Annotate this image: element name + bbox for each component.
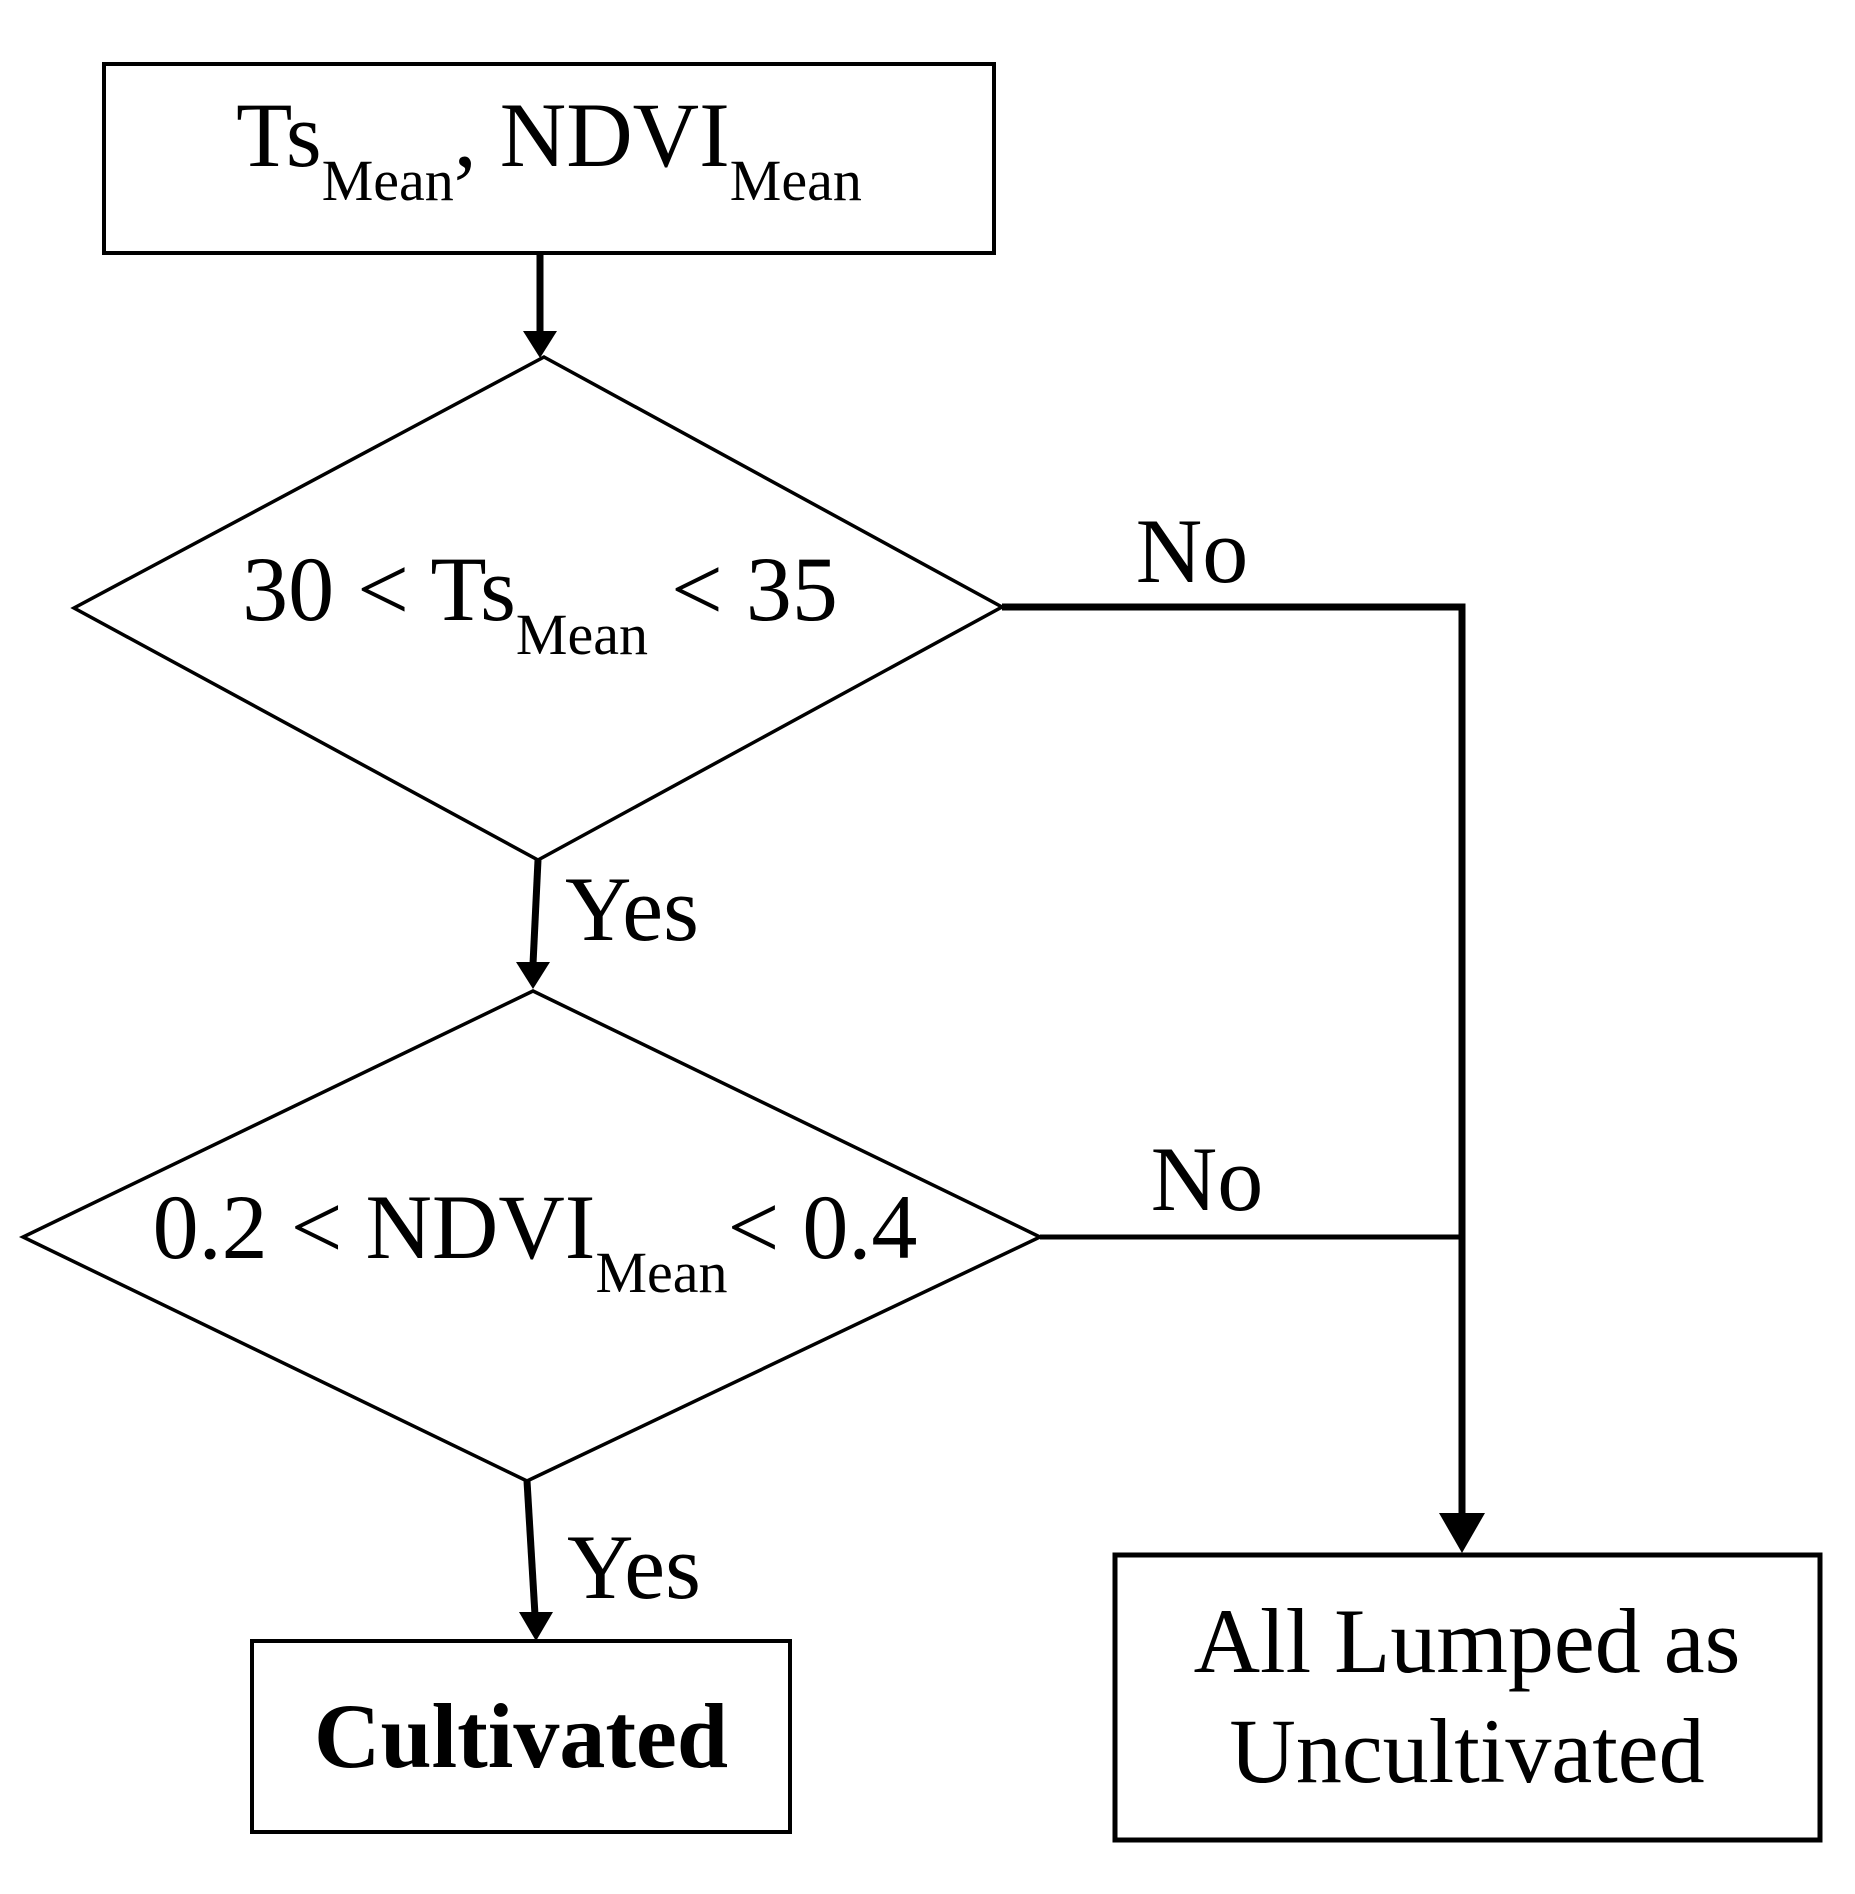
node-uncultivated: All Lumped as Uncultivated bbox=[1112, 1552, 1823, 1843]
edge-decision-ndvi-yes: Yes bbox=[519, 1480, 701, 1641]
decision-ts-label: 30 < TsMean < 35 bbox=[242, 538, 838, 667]
arrowhead-icon bbox=[1439, 1513, 1485, 1553]
decision-ts-segment: < 35 bbox=[648, 538, 838, 640]
decision-ndvi-subscript: Mean bbox=[595, 1240, 727, 1305]
uncultivated-box bbox=[1112, 1552, 1823, 1843]
node-decision-ndvi: 0.2 < NDVIMean< 0.4 bbox=[18, 989, 1045, 1483]
arrowhead-icon bbox=[519, 1612, 553, 1641]
node-cultivated: Cultivated bbox=[250, 1639, 792, 1834]
edge-line bbox=[523, 1480, 539, 1616]
ndvi-yes-label: Yes bbox=[567, 1516, 701, 1618]
inputs-label-subscript: Mean bbox=[322, 148, 454, 213]
edge-inputs-to-decision-ts bbox=[523, 253, 557, 358]
ts-no-label: No bbox=[1136, 500, 1248, 602]
decision-ndvi-label: 0.2 < NDVIMean< 0.4 bbox=[153, 1176, 918, 1305]
inputs-label-subscript: Mean bbox=[730, 148, 862, 213]
uncultivated-label-line1: All Lumped as bbox=[1194, 1590, 1741, 1692]
decision-ndvi-segment: < 0.4 bbox=[728, 1176, 918, 1278]
node-decision-ts: 30 < TsMean < 35 bbox=[70, 355, 1006, 862]
arrowhead-icon bbox=[523, 331, 557, 358]
decision-ndvi-segment: 0.2 < NDVI bbox=[153, 1176, 596, 1278]
edge-decision-ts-yes: Yes bbox=[516, 858, 699, 989]
ndvi-no-label: No bbox=[1151, 1128, 1263, 1230]
inputs-label-segment: , NDVI bbox=[454, 84, 730, 186]
edge-decision-ts-no: No bbox=[1002, 500, 1466, 1516]
edge-decision-ndvi-no: No bbox=[1040, 1128, 1464, 1240]
arrowhead-icon bbox=[516, 962, 550, 989]
uncultivated-label-line2: Uncultivated bbox=[1229, 1700, 1704, 1802]
decision-ts-segment: 30 < Ts bbox=[242, 538, 516, 640]
cultivated-label: Cultivated bbox=[314, 1685, 728, 1787]
node-inputs: TsMean, NDVIMean bbox=[102, 62, 996, 255]
inputs-label: TsMean, NDVIMean bbox=[236, 84, 862, 213]
inputs-label-segment: Ts bbox=[236, 84, 322, 186]
edge-line bbox=[529, 859, 542, 965]
cultivated-box bbox=[250, 1639, 792, 1834]
ts-yes-label: Yes bbox=[565, 858, 699, 960]
edge-line bbox=[1002, 603, 1466, 1516]
inputs-box bbox=[102, 62, 996, 255]
decision-ts-subscript: Mean bbox=[516, 602, 648, 667]
